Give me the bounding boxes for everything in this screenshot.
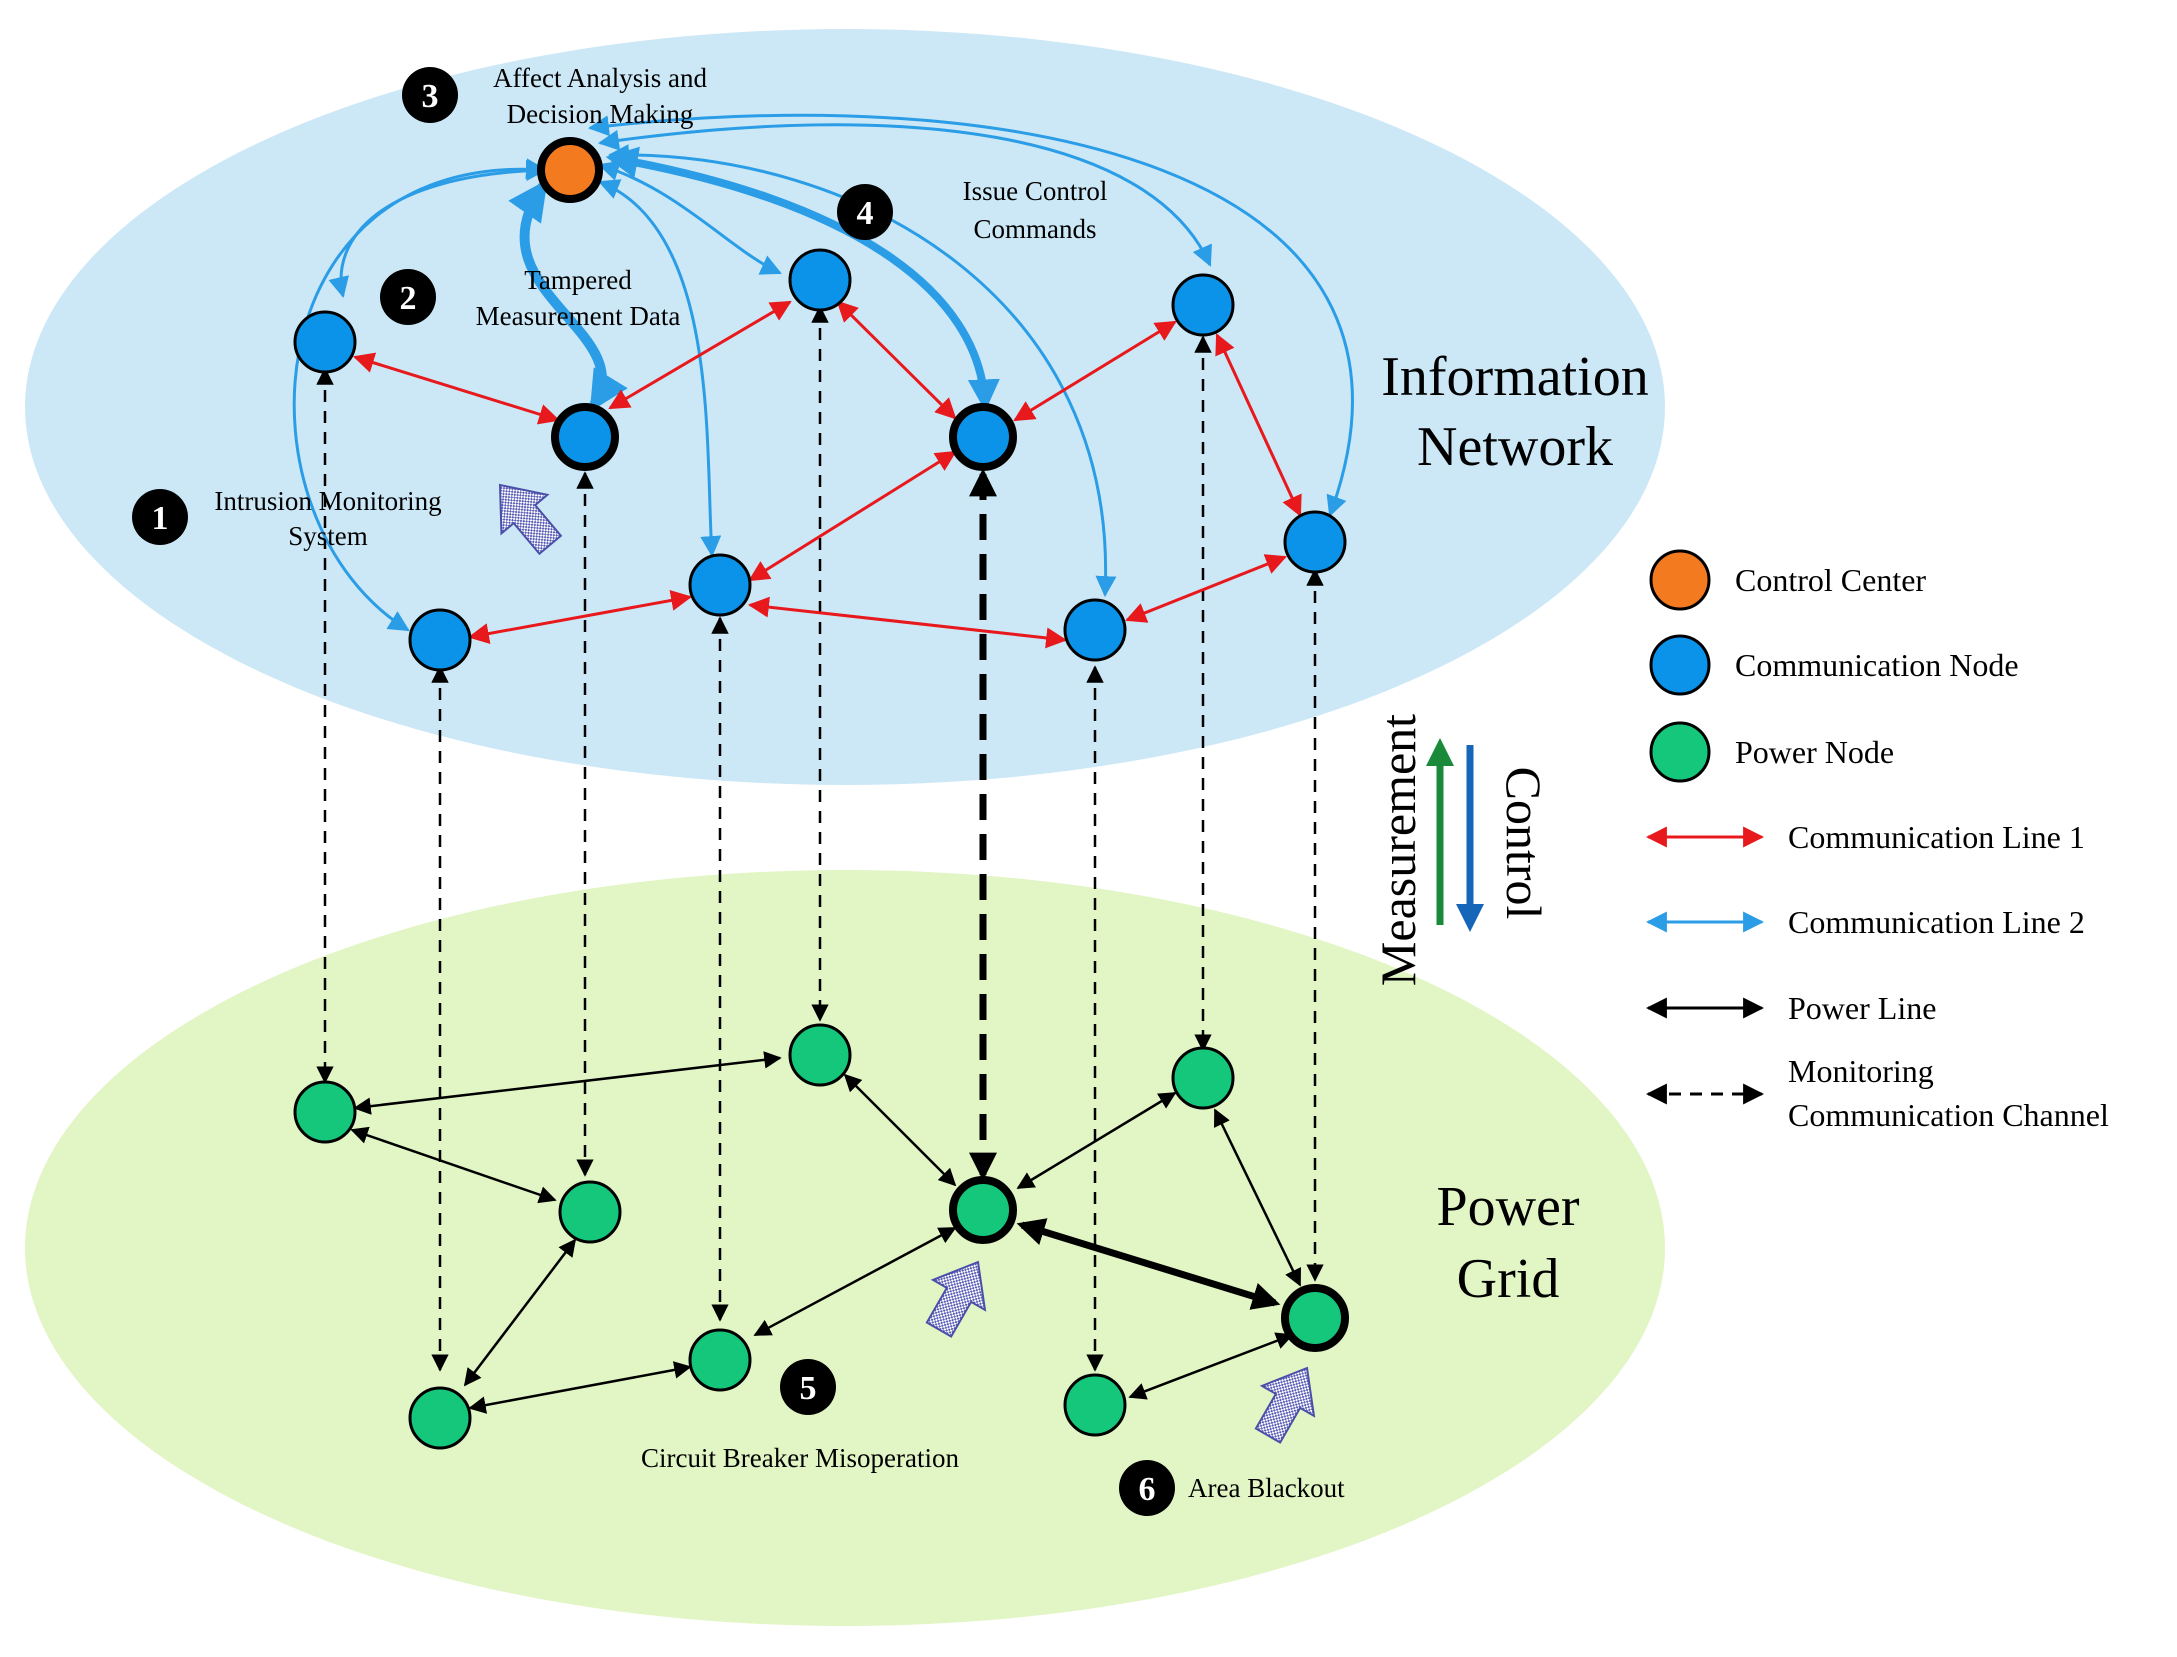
svg-text:Issue Control: Issue Control bbox=[963, 176, 1108, 206]
svg-text:Monitoring: Monitoring bbox=[1788, 1053, 1934, 1089]
measurement-label: Measurement bbox=[1370, 714, 1426, 986]
communication-lines-2 bbox=[292, 113, 1354, 632]
legend-power-node-swatch bbox=[1649, 721, 1711, 783]
power-node[interactable] bbox=[1063, 1373, 1127, 1437]
svg-text:Power Line: Power Line bbox=[1788, 990, 1936, 1026]
monitoring-channels bbox=[316, 305, 1324, 1372]
power-nodes bbox=[293, 1023, 1349, 1450]
svg-text:Area Blackout: Area Blackout bbox=[1188, 1473, 1345, 1503]
comm-node-attacked[interactable] bbox=[949, 403, 1017, 471]
annotation-6: 6 Area Blackout bbox=[1119, 1460, 1345, 1516]
information-network-title: Information bbox=[1381, 346, 1648, 408]
power-node[interactable] bbox=[408, 1386, 472, 1450]
power-node-attacked[interactable] bbox=[1281, 1284, 1349, 1352]
svg-text:Affect Analysis and: Affect Analysis and bbox=[493, 63, 707, 93]
comm-node[interactable] bbox=[688, 553, 752, 617]
power-node[interactable] bbox=[688, 1328, 752, 1392]
svg-text:3: 3 bbox=[422, 78, 439, 115]
information-network-title: Network bbox=[1417, 416, 1613, 478]
power-node-attacked[interactable] bbox=[949, 1176, 1017, 1244]
annotation-2: 2 Tampered Measurement Data bbox=[380, 265, 680, 331]
cursor-arrow-icon bbox=[1254, 1366, 1316, 1444]
power-node[interactable] bbox=[1171, 1046, 1235, 1110]
svg-text:6: 6 bbox=[1139, 1471, 1156, 1508]
svg-text:Control Center: Control Center bbox=[1735, 562, 1926, 598]
legend-communication-node-swatch bbox=[1649, 634, 1711, 696]
power-node[interactable] bbox=[558, 1180, 622, 1244]
svg-text:1: 1 bbox=[152, 500, 169, 537]
annotation-4: 4 Issue Control Commands bbox=[837, 176, 1107, 244]
power-grid-title: Grid bbox=[1457, 1248, 1560, 1310]
svg-text:Decision Making: Decision Making bbox=[507, 99, 694, 129]
comm-node[interactable] bbox=[408, 608, 472, 672]
legend: Control Center Communication Node Power … bbox=[1645, 549, 2109, 1133]
annotation-3: 3 Affect Analysis and Decision Making bbox=[402, 63, 707, 129]
comm-node[interactable] bbox=[293, 310, 357, 374]
svg-text:5: 5 bbox=[800, 1370, 817, 1407]
control-center-node[interactable] bbox=[537, 137, 603, 203]
cursor-arrow-icon bbox=[925, 1260, 987, 1338]
svg-text:Power Node: Power Node bbox=[1735, 734, 1894, 770]
comm-node[interactable] bbox=[1063, 598, 1127, 662]
svg-text:Measurement Data: Measurement Data bbox=[476, 301, 681, 331]
svg-text:Circuit Breaker Misoperation: Circuit Breaker Misoperation bbox=[641, 1443, 959, 1473]
svg-text:Communication Channel: Communication Channel bbox=[1788, 1097, 2109, 1133]
comm-node[interactable] bbox=[788, 248, 852, 312]
communication-nodes bbox=[293, 248, 1347, 672]
svg-text:Intrusion Monitoring: Intrusion Monitoring bbox=[214, 486, 441, 516]
comm-node-attacked[interactable] bbox=[551, 403, 619, 471]
svg-text:Commands: Commands bbox=[973, 214, 1096, 244]
control-label: Control bbox=[1496, 767, 1552, 920]
annotation-5: 5 Circuit Breaker Misoperation bbox=[641, 1359, 959, 1473]
power-lines bbox=[350, 1051, 1302, 1414]
svg-text:Communication Node: Communication Node bbox=[1735, 647, 2019, 683]
svg-text:2: 2 bbox=[400, 280, 417, 317]
comm-node[interactable] bbox=[1171, 273, 1235, 337]
power-node[interactable] bbox=[788, 1023, 852, 1087]
svg-text:System: System bbox=[288, 521, 368, 551]
svg-text:Communication Line 1: Communication Line 1 bbox=[1788, 819, 2085, 855]
communication-lines-1 bbox=[352, 300, 1302, 649]
legend-control-center-swatch bbox=[1649, 549, 1711, 611]
svg-text:Communication Line 2: Communication Line 2 bbox=[1788, 904, 2085, 940]
annotation-1: 1 Intrusion Monitoring System bbox=[132, 486, 442, 551]
power-node[interactable] bbox=[293, 1080, 357, 1144]
svg-text:4: 4 bbox=[857, 195, 874, 232]
svg-text:Tampered: Tampered bbox=[524, 265, 632, 295]
power-grid-title: Power bbox=[1436, 1176, 1579, 1238]
comm-node[interactable] bbox=[1283, 510, 1347, 574]
cursor-arrow-icon bbox=[498, 483, 563, 556]
